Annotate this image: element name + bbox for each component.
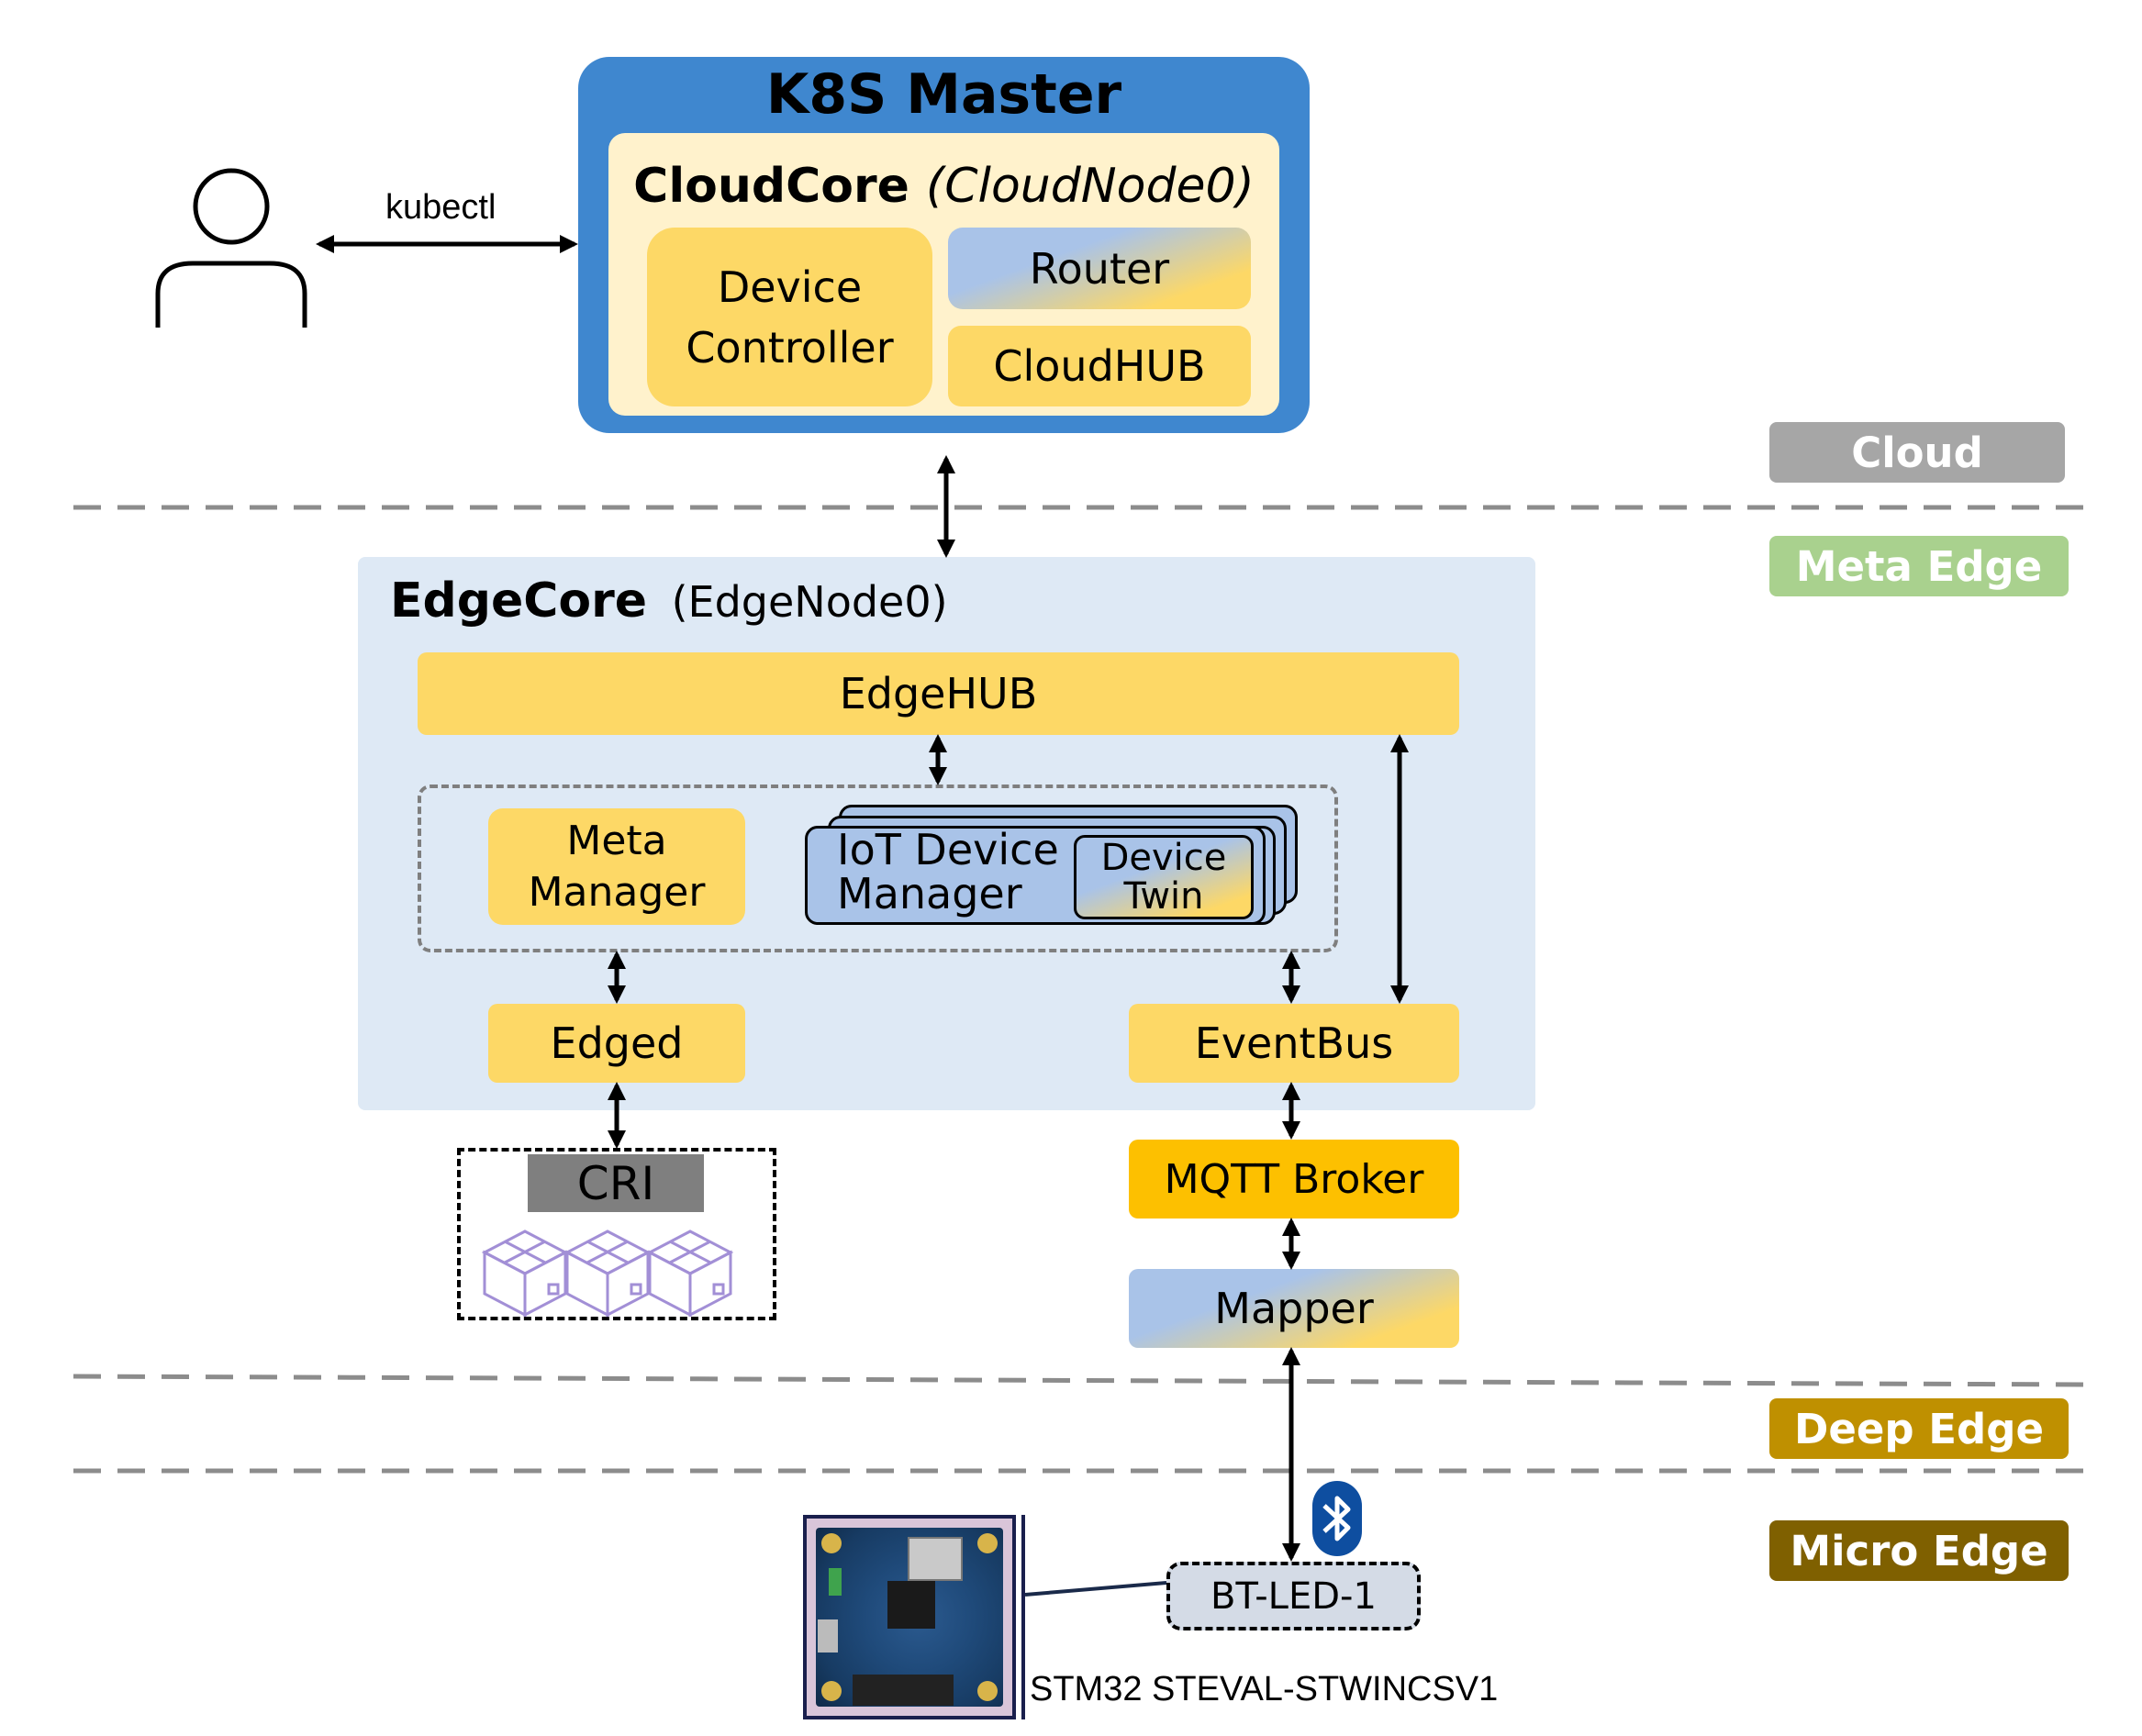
board-mount-hole-2 [977,1533,998,1553]
board-chip [887,1581,935,1629]
stm32-board-image [803,1515,1016,1719]
cloudcore-name: CloudCore [633,158,909,214]
device-controller-line2: Controller [686,322,894,373]
iot-device-manager-line2: Manager [837,869,1022,918]
layer-badge-deep-edge: Deep Edge [1769,1398,2069,1459]
device-twin-line1: Device [1100,837,1227,879]
meta-manager-box: Meta Manager [488,808,745,925]
device-twin-box: Device Twin [1074,835,1254,919]
device-controller-line1: Device [717,262,863,312]
cloudhub-box: CloudHUB [948,326,1251,406]
router-box: Router [948,228,1251,309]
board-mount-hole-3 [821,1681,842,1701]
iot-device-manager-line1: IoT Device [837,825,1059,874]
edgecore-node: (EdgeNode0) [671,577,948,627]
board-module [908,1537,963,1581]
board-frame-line [1021,1515,1025,1719]
bluetooth-icon [1312,1481,1362,1556]
edgehub-box: EdgeHUB [418,652,1459,735]
board-to-device-line [1024,1581,1167,1597]
iot-device-manager-label: IoT Device Manager [837,828,1076,919]
edgecore-title: EdgeCore (EdgeNode0) [390,573,1032,638]
board-header-left [829,1568,842,1596]
device-twin-line2: Twin [1123,875,1204,918]
cri-container-group [457,1148,776,1320]
board-usb [818,1619,838,1653]
eventbus-box: EventBus [1129,1004,1459,1083]
cloudcore-node: (CloudNode0) [925,158,1255,214]
bt-device-box: BT-LED-1 [1166,1562,1421,1630]
board-caption: STM32 STEVAL-STWINCSV1 [1030,1670,1499,1708]
container-box-icon-3 [646,1230,734,1318]
meta-manager-line1: Meta [566,817,667,864]
kubectl-label: kubectl [385,188,496,227]
mapper-box: Mapper [1129,1269,1459,1348]
layer-badge-micro-edge: Micro Edge [1769,1520,2069,1581]
board-mount-hole-4 [977,1681,998,1701]
board-mount-hole-1 [821,1533,842,1553]
k8s-master-title: K8S Master [765,61,1122,127]
board-connector [853,1675,954,1706]
meta-manager-line2: Manager [528,868,706,916]
edgecore-name: EdgeCore [390,573,648,629]
device-controller-box: Device Controller [647,228,932,406]
container-box-icon-1 [481,1230,569,1318]
mqtt-broker-box: MQTT Broker [1129,1140,1459,1219]
deep-edge-separator-line [73,1374,2084,1387]
edged-box: Edged [488,1004,745,1083]
cloudcore-title: CloudCore (CloudNode0) [608,151,1279,220]
managers-group [418,785,1338,952]
layer-badge-cloud: Cloud [1769,422,2065,483]
stm32-board-pcb [816,1528,1003,1707]
layer-badge-meta-edge: Meta Edge [1769,536,2069,596]
cri-label: CRI [528,1154,704,1212]
